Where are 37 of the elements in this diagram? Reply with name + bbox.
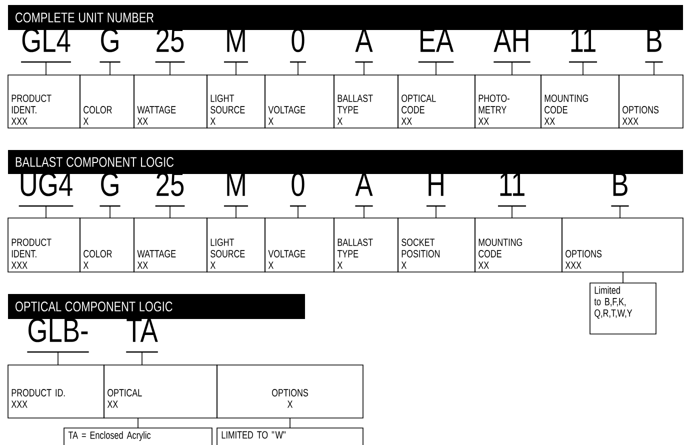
field-cell: WATTAGE XX: [134, 218, 208, 272]
field-cell: MOUNTING CODE XX: [474, 218, 562, 272]
field-cell: MOUNTING CODE XX: [540, 74, 620, 128]
section-header-bar: OPTICAL COMPONENT LOGIC: [8, 294, 305, 319]
field-cell: COLOR X: [80, 218, 134, 272]
field-cell: OPTIONS XXX: [562, 218, 684, 272]
field-cell: SOCKET POSITION X: [398, 218, 476, 272]
field-cell: VOLTAGE X: [264, 218, 334, 272]
code-value: A: [355, 28, 373, 63]
connector-line: [622, 272, 624, 284]
note-box: Limited to B,F,K, Q,R,T,W,Y: [590, 282, 656, 334]
connector-line: [582, 62, 584, 76]
section-header-bar: COMPLETE UNIT NUMBER: [8, 5, 683, 30]
code-value: GLB-: [27, 318, 89, 353]
code-value: 11: [569, 28, 597, 63]
field-cell: PHOTO-METRY XX: [474, 74, 542, 128]
field-cell: PRODUCT ID. XXX: [8, 364, 104, 418]
field-cell: OPTIONS XXX: [618, 74, 684, 128]
field-cell: OPTIONS X: [216, 364, 364, 418]
code-value: 11: [498, 172, 526, 207]
field-cell: BALLAST TYPE X: [334, 74, 398, 128]
field-cell: VOLTAGE X: [264, 74, 334, 128]
field-cell: BALLAST TYPE X: [334, 218, 398, 272]
field-cell: PRODUCT IDENT. XXX: [8, 74, 80, 128]
field-cell: OPTICAL CODE XX: [398, 74, 476, 128]
field-cell: COLOR X: [80, 74, 134, 128]
note-box: LIMITED TO "W": [216, 428, 364, 445]
field-cell: LIGHT SOURCE X: [206, 218, 266, 272]
note-box: TA = Enclosed Acrylic: [64, 428, 212, 445]
field-cell: OPTICAL XX: [104, 364, 218, 418]
code-value: A: [355, 172, 373, 207]
field-cell: LIGHT SOURCE X: [206, 74, 266, 128]
field-cell: WATTAGE XX: [134, 74, 208, 128]
code-value: TA: [126, 318, 158, 353]
code-value: AH: [494, 28, 530, 63]
field-cell: PRODUCT IDENT. XXX: [8, 218, 80, 272]
section-header-bar: BALLAST COMPONENT LOGIC: [8, 150, 683, 174]
